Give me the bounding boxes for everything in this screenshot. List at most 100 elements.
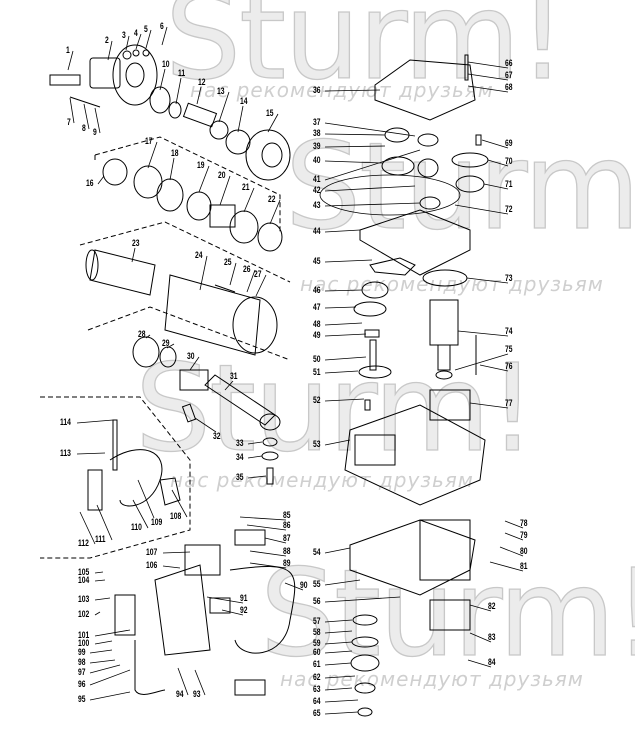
- watermark-slogan: нас рекомендуют друзьям: [280, 667, 584, 691]
- leader-line: [194, 669, 206, 696]
- part-label-113: 113: [60, 448, 71, 458]
- leader-line: [324, 699, 359, 703]
- leader-line: [162, 565, 181, 569]
- part-label-31: 31: [230, 371, 238, 381]
- leader-line: [469, 604, 492, 612]
- part-label-101: 101: [78, 630, 90, 640]
- handle-assembly: [87, 419, 296, 696]
- leader-line: [324, 160, 383, 164]
- leader-line: [89, 649, 113, 654]
- part-label-92: 92: [240, 605, 248, 615]
- group-outlines: [40, 136, 291, 559]
- leader-line: [499, 546, 524, 557]
- part-label-82: 82: [488, 601, 496, 611]
- part-label-42: 42: [313, 185, 321, 195]
- leader-line: [324, 185, 416, 192]
- part-label-64: 64: [313, 696, 321, 706]
- leader-line: [247, 455, 263, 459]
- leader-line: [89, 669, 131, 686]
- leader-line: [67, 50, 74, 71]
- leader-line: [94, 597, 111, 601]
- leader-line: [171, 489, 188, 518]
- leader-line: [457, 330, 509, 337]
- part-label-104: 104: [78, 575, 90, 585]
- leader-line: [483, 183, 509, 190]
- part-label-57: 57: [313, 616, 321, 626]
- leader-line: [324, 259, 373, 263]
- watermark-slogan: нас рекомендуют друзьям: [300, 272, 604, 296]
- leader-line: [94, 107, 101, 134]
- leader-line: [94, 611, 101, 616]
- leader-line: [324, 122, 416, 137]
- leader-line: [247, 475, 267, 479]
- part-label-45: 45: [313, 256, 321, 266]
- part-label-69: 69: [505, 138, 513, 148]
- leader-line: [267, 113, 279, 133]
- leader-line: [249, 562, 287, 569]
- leader-line: [218, 91, 230, 123]
- leader-line: [264, 537, 287, 544]
- leader-line: [76, 452, 106, 455]
- part-label-46: 46: [313, 285, 321, 295]
- part-label-41: 41: [313, 174, 321, 184]
- leader-line: [466, 277, 509, 284]
- part-label-65: 65: [313, 708, 321, 718]
- piston-conrod: [132, 336, 281, 485]
- leader-line: [284, 582, 304, 591]
- watermark-logo: Sturm!: [164, 0, 567, 107]
- gear-housing: [319, 54, 489, 421]
- front-head-assembly: [49, 44, 291, 181]
- part-label-29: 29: [162, 338, 170, 348]
- leader-line: [324, 356, 367, 361]
- leader-line: [96, 504, 113, 541]
- leader-line: [239, 516, 287, 521]
- leader-line: [489, 561, 524, 572]
- leader-line: [324, 398, 365, 402]
- part-label-53: 53: [313, 439, 321, 449]
- leader-line: [89, 664, 121, 674]
- leader-line: [125, 35, 130, 51]
- leader-line: [237, 105, 244, 133]
- leader-line: [324, 641, 353, 645]
- part-label-20: 20: [218, 170, 226, 180]
- part-label-28: 28: [138, 329, 146, 339]
- part-label-16: 16: [86, 178, 94, 188]
- leader-line: [467, 73, 509, 81]
- leader-line: [243, 187, 255, 213]
- part-label-35: 35: [236, 472, 244, 482]
- part-label-17: 17: [145, 136, 153, 146]
- leader-line: [479, 364, 509, 372]
- leader-line: [162, 551, 191, 554]
- part-label-54: 54: [313, 547, 321, 557]
- part-label-10: 10: [162, 59, 170, 69]
- leader-line: [246, 524, 287, 531]
- part-label-11: 11: [178, 68, 186, 78]
- leader-line: [324, 619, 353, 623]
- part-label-59: 59: [313, 638, 321, 648]
- leader-line: [324, 370, 359, 374]
- part-label-36: 36: [313, 85, 321, 95]
- leader-line: [324, 229, 361, 233]
- part-label-6: 6: [160, 21, 164, 31]
- leader-line: [487, 159, 509, 167]
- leader-line: [324, 596, 401, 603]
- leader-line: [83, 103, 90, 130]
- part-label-88: 88: [283, 546, 291, 556]
- leader-line: [324, 89, 381, 92]
- part-label-80: 80: [520, 546, 528, 556]
- leader-line: [161, 26, 168, 46]
- leader-line: [97, 175, 105, 185]
- leader-line: [249, 550, 287, 557]
- leader-line: [221, 609, 244, 616]
- leader-line: [467, 85, 509, 93]
- leader-line: [198, 165, 210, 193]
- part-label-44: 44: [313, 226, 321, 236]
- leader-line: [76, 419, 114, 424]
- part-label-105: 105: [78, 567, 90, 577]
- part-label-70: 70: [505, 156, 513, 166]
- leader-line: [94, 629, 131, 637]
- part-label-86: 86: [283, 520, 291, 530]
- part-label-23: 23: [132, 238, 140, 248]
